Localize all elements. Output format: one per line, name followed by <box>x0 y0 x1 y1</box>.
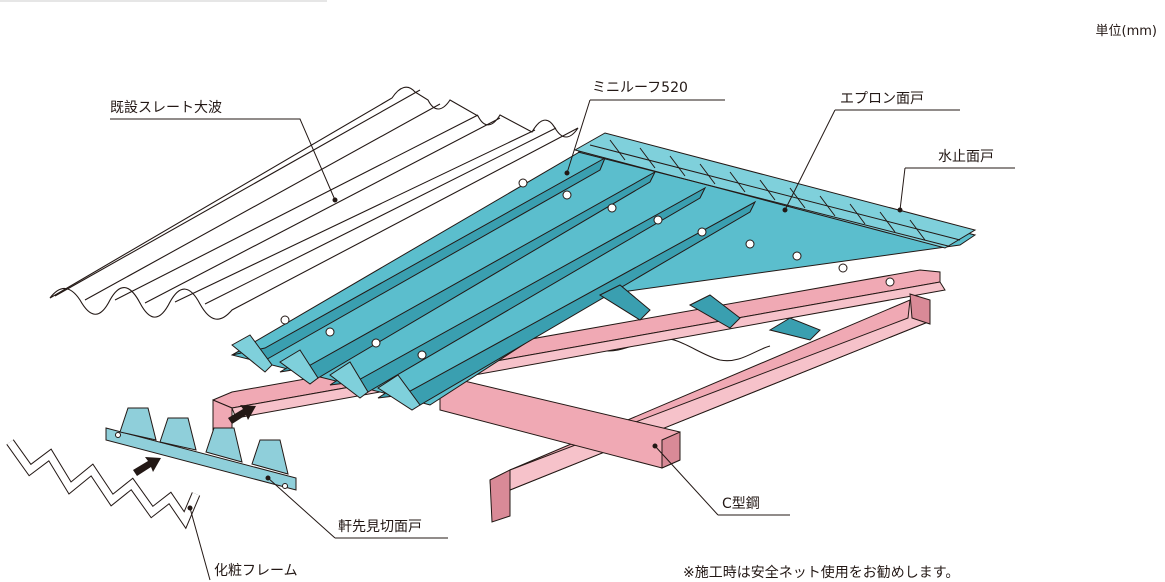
unit-label: 単位(mm) <box>1095 24 1157 39</box>
label-apron-closure: エプロン面戸 <box>840 91 924 107</box>
label-eaves-closure: 軒先見切面戸 <box>338 519 422 535</box>
label-existing-slate: 既設スレート大波 <box>110 100 222 116</box>
arrow-icon <box>228 405 256 424</box>
leader-lines <box>110 99 1015 581</box>
label-fascia-frame: 化粧フレーム <box>214 563 298 579</box>
assembly-arrows <box>133 405 256 476</box>
mini-roof-panel <box>230 132 977 411</box>
fascia-frame-part <box>6 439 201 530</box>
top-divider <box>0 0 327 2</box>
safety-note: ※施工時は安全ネット使用をお勧めします。 <box>683 565 960 581</box>
eaves-closure-part <box>105 407 297 491</box>
c-steel-purlins <box>212 269 946 523</box>
label-mini-roof: ミニルーフ520 <box>592 80 688 96</box>
label-c-steel: C型鋼 <box>722 496 760 512</box>
arrow-icon <box>133 457 161 476</box>
label-waterstop-closure: 水止面戸 <box>938 149 994 165</box>
